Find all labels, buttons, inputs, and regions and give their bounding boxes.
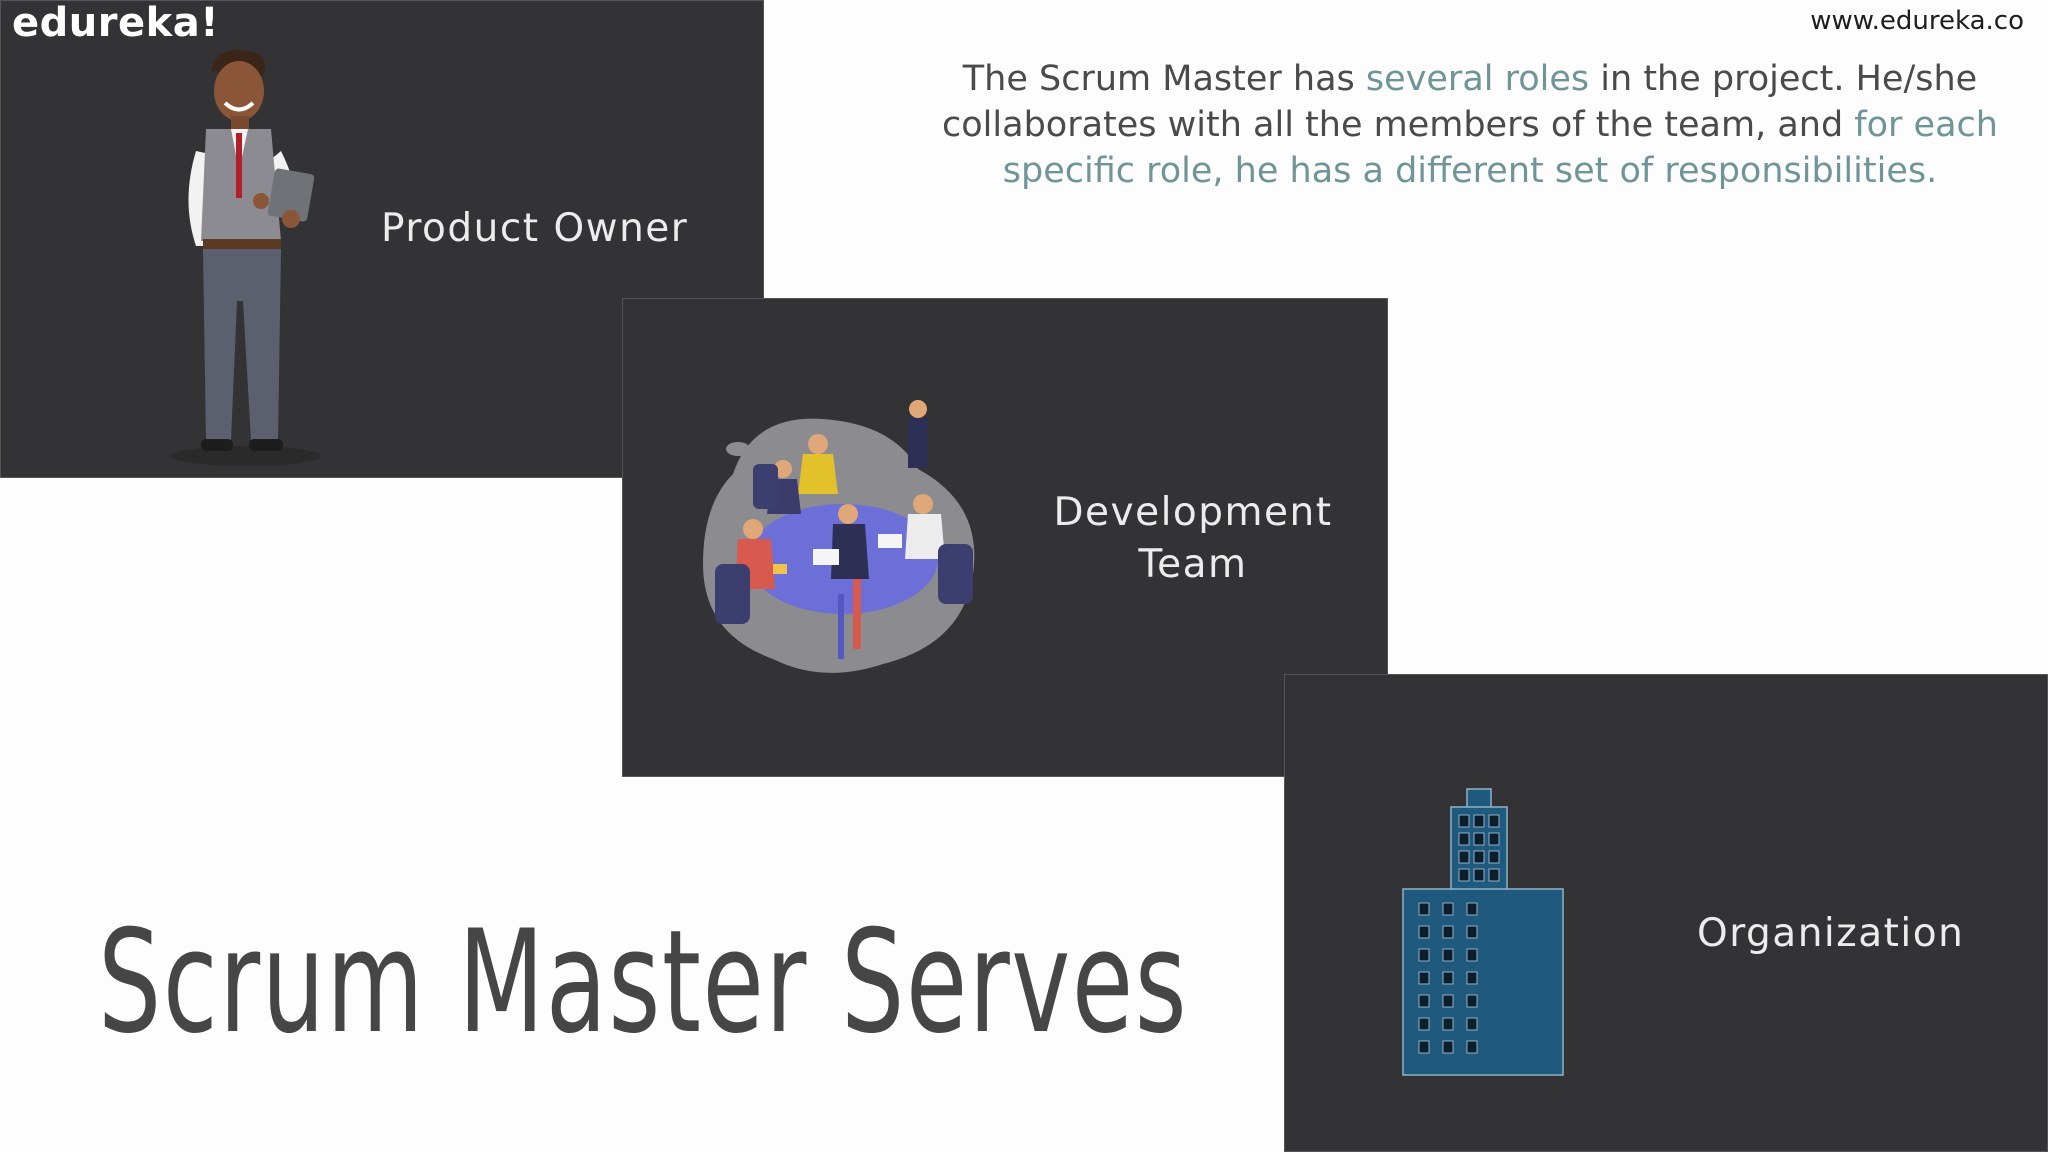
- building-window: [1473, 868, 1485, 882]
- building-window: [1466, 971, 1478, 985]
- building-window: [1442, 1017, 1454, 1031]
- building-window: [1442, 971, 1454, 985]
- building-window: [1488, 850, 1500, 864]
- building-window: [1442, 1040, 1454, 1054]
- building-window: [1442, 925, 1454, 939]
- building-window: [1442, 948, 1454, 962]
- building-window: [1458, 868, 1470, 882]
- description-text: The Scrum Master has several roles in th…: [940, 56, 2000, 194]
- building-window: [1418, 902, 1430, 916]
- building-window: [1466, 994, 1478, 1008]
- building-window: [1466, 925, 1478, 939]
- building-window: [1442, 994, 1454, 1008]
- description-part-1: The Scrum Master has: [962, 59, 1366, 99]
- page-title: Scrum Master Serves: [98, 900, 1189, 1065]
- edureka-logo: edureka!: [12, 0, 219, 46]
- building-window: [1418, 1017, 1430, 1031]
- building-window: [1458, 814, 1470, 828]
- development-team-label-line-1: Development: [1053, 490, 1333, 535]
- development-team-card: Development Team: [622, 298, 1388, 777]
- site-url: www.edureka.co: [1810, 6, 2024, 36]
- businessman-illustration: [171, 50, 321, 466]
- team-meeting-illustration: [703, 400, 975, 673]
- product-owner-label: Product Owner: [381, 206, 689, 251]
- development-team-label-line-2: Team: [1138, 542, 1248, 587]
- description-highlight-2: for each specific role, he has a differe…: [1002, 105, 1998, 191]
- building-window: [1458, 832, 1470, 846]
- description-part-2: in the project. He/she collaborates with…: [942, 59, 1978, 145]
- building-window: [1466, 1017, 1478, 1031]
- development-team-label: Development Team: [1043, 487, 1343, 591]
- building-window: [1488, 868, 1500, 882]
- building-window: [1418, 1040, 1430, 1054]
- organization-label: Organization: [1697, 911, 1965, 956]
- building-window: [1466, 902, 1478, 916]
- building-window: [1466, 1040, 1478, 1054]
- building-window: [1488, 814, 1500, 828]
- building-window: [1418, 948, 1430, 962]
- building-window: [1458, 850, 1470, 864]
- building-window: [1418, 925, 1430, 939]
- building-window: [1466, 948, 1478, 962]
- office-building-icon: [1402, 788, 1564, 1076]
- description-highlight-1: several roles: [1365, 59, 1590, 99]
- building-window: [1418, 971, 1430, 985]
- building-window: [1442, 902, 1454, 916]
- building-window: [1473, 814, 1485, 828]
- building-window: [1418, 994, 1430, 1008]
- organization-card: Organization: [1284, 674, 2048, 1152]
- building-window: [1473, 832, 1485, 846]
- building-window: [1473, 850, 1485, 864]
- building-window: [1488, 832, 1500, 846]
